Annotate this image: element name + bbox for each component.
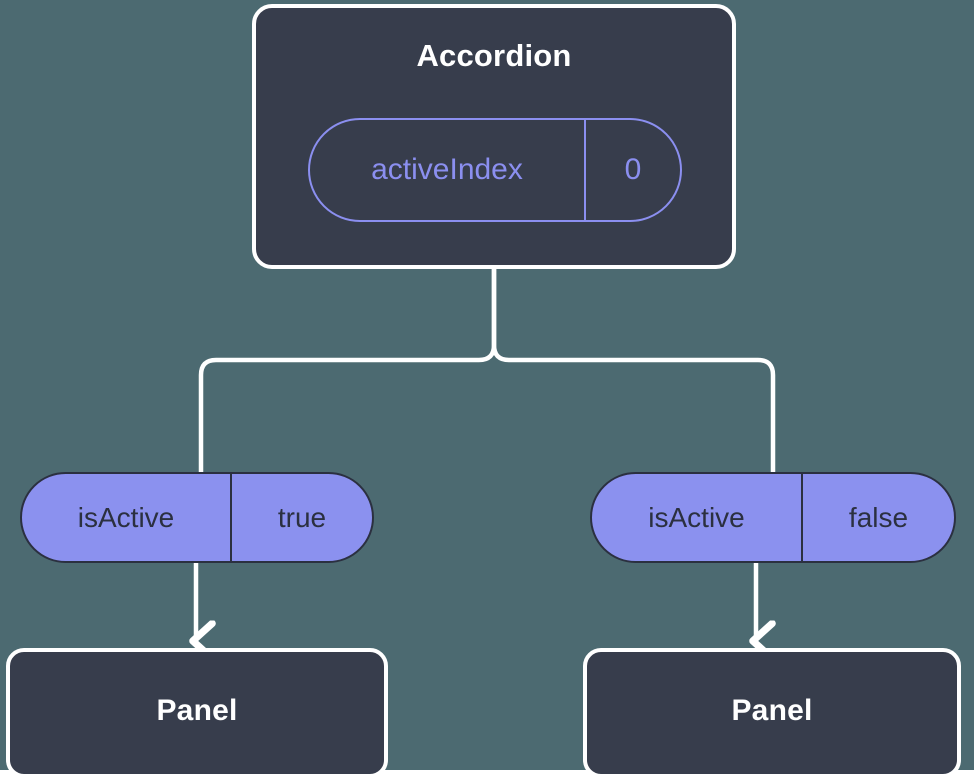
prop-pill-right-value: false [848,501,909,533]
node-panel-left-title: Panel [156,694,238,727]
node-panel-right[interactable]: Panel [583,648,961,778]
prop-pill-left[interactable]: isActive true [20,472,374,563]
node-panel-right-title: Panel [731,694,813,727]
prop-pill-right-key: isActive [592,474,803,561]
state-pill-active-index[interactable]: activeIndex 0 [308,118,682,222]
prop-pill-left-key: isActive [22,474,232,561]
prop-pill-left-value: true [277,501,327,533]
state-pill-active-index-key: activeIndex [310,120,586,220]
state-pill-active-index-value: 0 [624,153,642,186]
connector-root-split [198,266,497,475]
prop-pill-right[interactable]: isActive false [590,472,956,563]
connector-root-split-right [491,266,776,475]
node-accordion-title: Accordion [416,38,572,73]
node-panel-left[interactable]: Panel [6,648,388,778]
